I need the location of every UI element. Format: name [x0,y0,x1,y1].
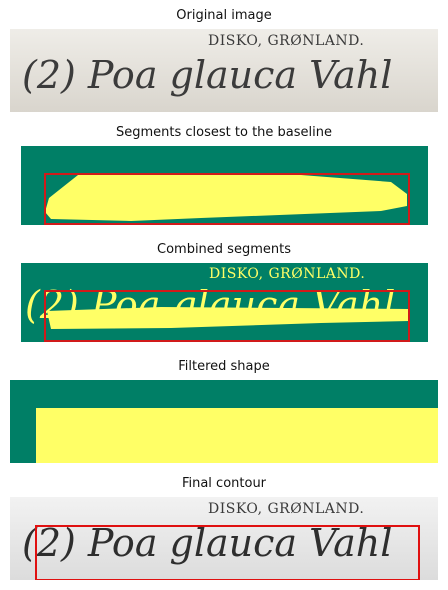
panel-title-original: Original image [176,8,272,23]
combined-print-label: DISKO, GRØNLAND. [209,266,366,282]
final-handwritten-label: (2) Poa glauca Vahl [22,521,393,565]
combined-segments-panel: DISKO, GRØNLAND. (2) Poa glauca Vahl [21,263,428,342]
final-contour-graphic [35,525,420,580]
baseline-bounding-box [44,173,410,225]
panel-title-baseline-segments: Segments closest to the baseline [116,125,332,140]
panel-title-combined-segments: Combined segments [157,242,291,257]
final-contour-panel: DISKO, GRØNLAND. (2) Poa glauca Vahl [10,497,438,580]
filtered-shape-panel [10,380,438,463]
baseline-segment-mask [45,174,407,221]
baseline-segments-graphic [44,173,410,225]
filtered-shape-mask [36,408,438,463]
handwritten-label: (2) Poa glauca Vahl [22,53,393,97]
combined-baseline-mask [47,307,409,329]
combined-segments-graphic [44,290,410,342]
panel-title-final-contour: Final contour [181,476,267,491]
baseline-segments-panel [21,146,428,225]
original-image-panel: DISKO, GRØNLAND. (2) Poa glauca Vahl [10,29,438,112]
final-print-label: DISKO, GRØNLAND. [208,501,365,517]
filtered-shape-graphic [36,408,438,463]
combined-bounding-box [44,290,410,342]
panel-title-filtered-shape: Filtered shape [178,359,270,374]
final-contour-box [35,525,420,580]
print-label: DISKO, GRØNLAND. [208,33,365,49]
